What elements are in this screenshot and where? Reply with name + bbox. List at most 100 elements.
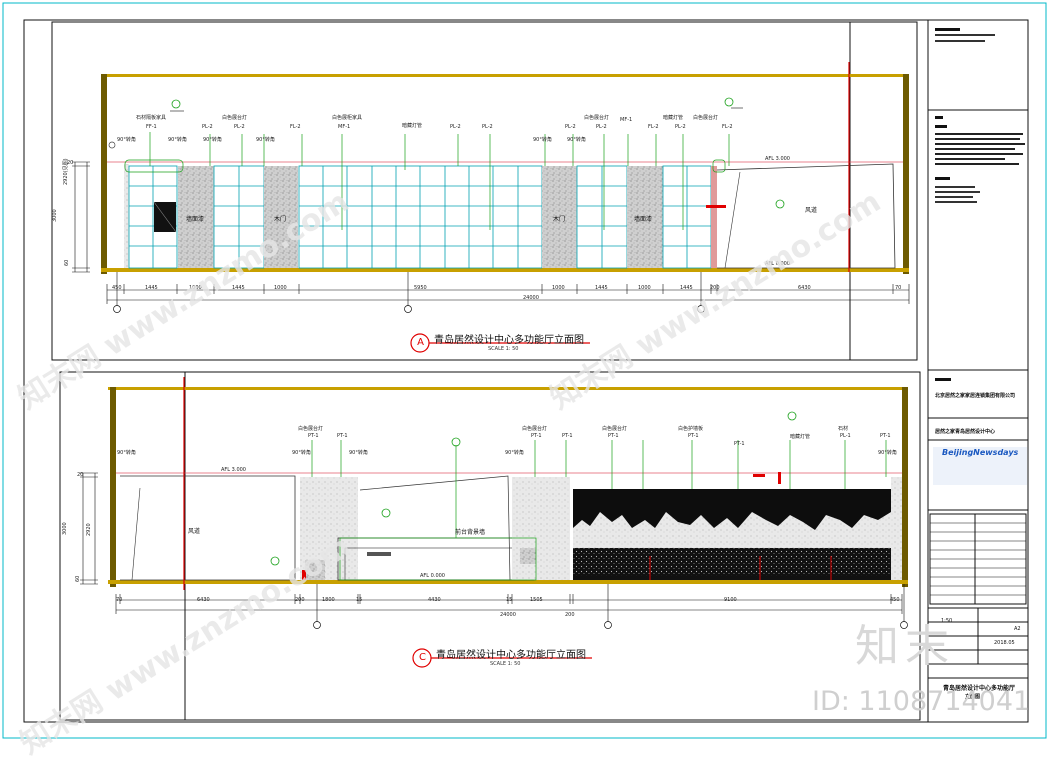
elevation-a-bottom-dim: 1445 — [595, 285, 608, 291]
title-block-date: 2018.05 — [994, 640, 1015, 646]
elevation-c-callout: 白色展台灯 — [602, 426, 628, 432]
elevation-a-bottom-dim: 5950 — [414, 285, 427, 291]
elevation-a-height-dim: 20 — [67, 160, 74, 166]
elevation-c-bottom-dim: 200 — [295, 597, 305, 603]
elevation-a-callout: 90°转角 — [567, 137, 586, 143]
title-block-sheet-size: A2 — [1014, 626, 1021, 632]
elevation-c-bottom-dim: 4430 — [428, 597, 441, 603]
elevation-c-callout: 90°转角 — [505, 450, 524, 456]
elevation-c-callout-ref: PT-1 — [531, 433, 542, 439]
elevation-c-bottom-dim: 6430 — [197, 597, 210, 603]
elevation-c-callout-ref: PT-1 — [337, 433, 348, 439]
elevation-a-bottom-dim: 1445 — [232, 285, 245, 291]
elevation-a-total-dim: 24000 — [523, 295, 539, 301]
elevation-c-callout-ref: PL-1 — [840, 433, 851, 439]
elevation-c-callout: 90°转角 — [292, 450, 311, 456]
elevation-a-bottom-dim: 1445 — [680, 285, 693, 291]
elevation-c-callout-ref: PT-1 — [688, 433, 699, 439]
elevation-c-callout: 90°转角 — [117, 450, 136, 456]
elevation-c-bottom-dim: 1505 — [530, 597, 543, 603]
elevation-a-bottom-dim: 6430 — [798, 285, 811, 291]
elevation-a-central-shelving — [298, 165, 543, 269]
elevation-a-callout-ref: FL-2 — [290, 124, 301, 130]
elevation-c-bottom-dim: 1800 — [322, 597, 335, 603]
elevation-c-height-dim: 3000 — [62, 522, 68, 535]
frame-elevation-a — [51, 21, 918, 361]
elevation-a-room-label: 墙面漆 — [186, 216, 205, 223]
elevation-a-room-label: 墙面漆 — [634, 216, 653, 223]
elevation-a-title: 青岛居然设计中心多功能厅立面图 — [434, 335, 584, 346]
elevation-c-drawing — [80, 377, 908, 668]
elevation-a-callout-ref: PL-2 — [565, 124, 576, 130]
elevation-c-callout: 90°转角 — [878, 450, 897, 456]
elevation-c-height-dim: 2920 — [86, 523, 92, 536]
watermark-logo: 知末 — [855, 621, 955, 672]
elevation-a-callout: 暗藏灯管 — [402, 123, 423, 129]
elevation-c-callout: 白色展台灯 — [298, 426, 324, 432]
elevation-c-height-dim: 20 — [77, 472, 84, 478]
elevation-a-bottom-dim: 1445 — [145, 285, 158, 291]
elevation-a-callout: 90°转角 — [256, 137, 275, 143]
elevation-a-callout: 石材隔板家具 — [136, 115, 167, 121]
elevation-a-callout: 白色展台灯 — [222, 115, 248, 121]
elevation-c-callout: 暗藏灯管 — [790, 434, 811, 440]
elevation-a-room-label: 风道 — [805, 207, 818, 214]
title-block-scale: 1:50 — [941, 618, 953, 624]
elevation-a-callout: 90°转角 — [533, 137, 552, 143]
elevation-a-marker: A — [417, 337, 424, 348]
elevation-a-bottom-dim: 1000 — [274, 285, 287, 291]
elevation-a-level-top: AFL 3.000 — [765, 156, 790, 162]
elevation-c-height-dim: 60 — [75, 575, 81, 582]
elevation-c-level-bottom: AFL 0.000 — [420, 573, 445, 579]
elevation-c-callout-ref: PT-1 — [734, 441, 745, 447]
elevation-c-duct-outline — [120, 475, 296, 581]
elevation-a-callout-ref: PL-2 — [596, 124, 607, 130]
elevation-c-bottom-dim: 15 — [506, 597, 513, 603]
elevation-a-height-dim: 3000 — [52, 209, 58, 222]
elevation-c-title: 青岛居然设计中心多功能厅立面图 — [436, 650, 586, 661]
elevation-c-bottom-dim: 450 — [890, 597, 900, 603]
elevation-c-callout-ref: PT-1 — [608, 433, 619, 439]
title-block-drawing-name: 青岛居然设计中心多功能厅 — [943, 685, 1016, 692]
cad-drawing-sheet — [2, 2, 1047, 739]
elevation-a-height-dim: 60 — [64, 259, 70, 266]
elevation-c-marker: C — [419, 652, 426, 663]
feature-wall-stone-band — [573, 548, 891, 576]
title-block-drawing-sub: 立面图 — [965, 694, 981, 700]
elevation-a-callout-ref: MF-1 — [620, 117, 633, 123]
elevation-c-bottom-dim: 70 — [116, 597, 123, 603]
elevation-a-callout: 90°转角 — [203, 137, 222, 143]
elevation-a-callout: 白色展台灯 — [584, 115, 610, 121]
sheet-border-outer — [2, 2, 1047, 739]
elevation-a-callout-ref: PL-2 — [675, 124, 686, 130]
elevation-c-callout-ref: PT-1 — [308, 433, 319, 439]
elevation-a-callout-ref: FF-1 — [146, 124, 157, 130]
elevation-a-bottom-dim: 200 — [710, 285, 720, 291]
elevation-c-bottom-dim: 9100 — [724, 597, 737, 603]
elevation-a-callout: 暗藏灯管 — [663, 115, 684, 121]
elevation-a-duct-outline — [716, 163, 896, 269]
elevation-c-room-label: 前台背景墙 — [455, 529, 486, 536]
elevation-c-level-top: AFL 3.000 — [221, 467, 246, 473]
elevation-a-bottom-dim: 1000 — [638, 285, 651, 291]
elevation-c-bottom-dim: 200 — [565, 612, 575, 618]
elevation-a-bottom-dim: 1000 — [189, 285, 202, 291]
elevation-a-bottom-dim: 1000 — [552, 285, 565, 291]
elevation-a-room-label: 木门 — [274, 216, 287, 223]
elevation-a-callout-ref: FL-2 — [722, 124, 733, 130]
elevation-a-callout-ref: PL-2 — [450, 124, 461, 130]
elevation-c-callout-ref: PT-1 — [562, 433, 573, 439]
elevation-c-scale: SCALE 1: 50 — [490, 661, 521, 667]
elevation-a-callout: 白色展柜家具 — [332, 115, 363, 121]
elevation-a-callout-ref: MF-1 — [338, 124, 351, 130]
elevation-a-callout-ref: FL-2 — [648, 124, 659, 130]
elevation-a-shelf-unit-1 — [128, 165, 178, 269]
title-block-brand: BeijingNewsdays — [942, 448, 1019, 457]
elevation-a-level-bottom: AFL 0.000 — [765, 261, 790, 267]
elevation-c-callout: 白色展台灯 — [522, 426, 548, 432]
elevation-a-callout: 白色展台灯 — [693, 115, 719, 121]
elevation-c-total-dim: 24000 — [500, 612, 516, 618]
elevation-c-callout: 90°转角 — [349, 450, 368, 456]
watermark-id: ID: 1108714041 — [812, 686, 1031, 717]
title-block — [927, 19, 1029, 723]
